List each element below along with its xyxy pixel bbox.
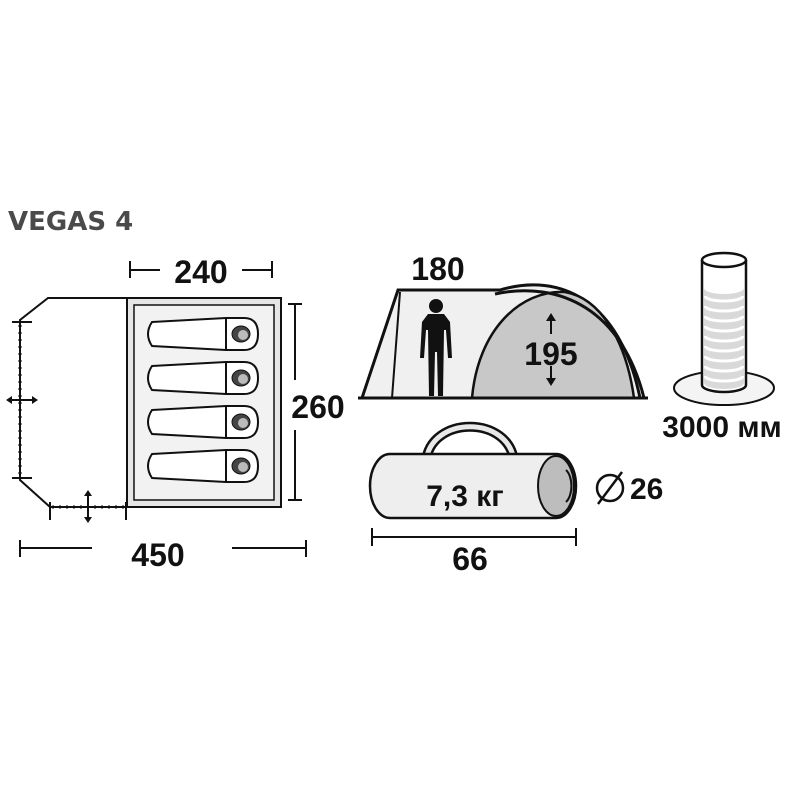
packed-bag-icon — [368, 421, 578, 520]
sleeping-bag-icon — [147, 317, 260, 351]
packed-length-label: 66 — [452, 541, 488, 577]
model-title: VEGAS 4 — [8, 207, 133, 237]
water-stripe — [703, 355, 745, 363]
tent-dome — [391, 291, 401, 399]
outer-arc — [494, 289, 646, 399]
inner-depth-label: 260 — [291, 389, 344, 425]
floor-plan: 240 260 450 — [6, 254, 345, 573]
packed-diameter-label: 26 — [630, 473, 663, 506]
water-stripe — [703, 345, 745, 353]
water-stripe — [703, 295, 745, 303]
water-column-label: 3000 мм — [662, 411, 781, 444]
side-door-arrow-icon — [6, 396, 38, 404]
sleeping-bag-icon — [147, 449, 260, 483]
water-level-lines — [703, 295, 745, 383]
water-stripe — [703, 305, 745, 313]
water-stripe — [703, 325, 745, 333]
water-stripe — [703, 315, 745, 323]
water-stripe — [703, 375, 745, 383]
front-door-arrow-icon — [84, 490, 92, 523]
sleeping-bag-icon — [147, 361, 260, 395]
diameter-icon — [595, 471, 625, 505]
inner-height-label: 195 — [524, 336, 577, 372]
inner-width-label: 240 — [174, 254, 227, 290]
tent-side-view: 180 195 — [358, 251, 648, 400]
water-stripe — [703, 335, 745, 343]
vestibule-height-label: 180 — [411, 251, 464, 287]
sleeping-bag-icon — [147, 405, 260, 439]
inner-height-arrow-icon — [546, 313, 556, 386]
water-stripe — [703, 365, 745, 373]
person-silhouette-icon — [420, 299, 452, 396]
inner-tent-dome — [470, 290, 636, 400]
vestibule-outline — [19, 297, 128, 508]
total-length-label: 450 — [131, 537, 184, 573]
packed-weight-label: 7,3 кг — [426, 480, 504, 513]
sleeping-bags — [147, 317, 260, 483]
water-column-icon — [673, 251, 775, 406]
